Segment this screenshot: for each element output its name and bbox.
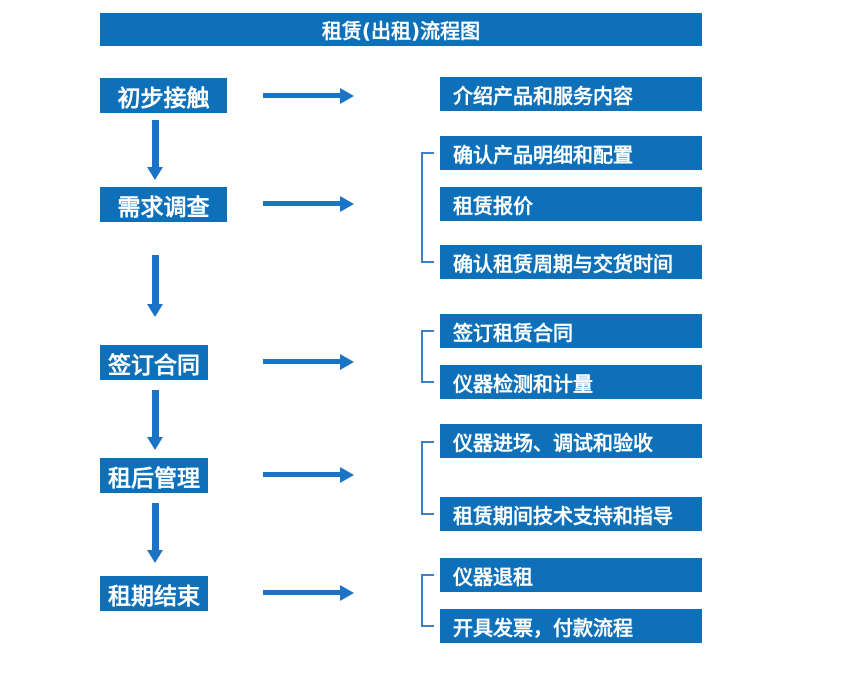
output-box: 仪器进场、调试和验收 bbox=[440, 424, 702, 458]
chart-title: 租赁(出租)流程图 bbox=[100, 13, 702, 46]
arrow-right-icon bbox=[263, 585, 354, 601]
arrow-down-icon bbox=[147, 390, 164, 450]
group-bracket bbox=[421, 152, 434, 263]
group-bracket bbox=[421, 574, 434, 627]
stage-box-demand-survey: 需求调查 bbox=[100, 187, 227, 222]
output-box: 介绍产品和服务内容 bbox=[440, 77, 702, 111]
group-bracket bbox=[421, 330, 434, 383]
arrow-right-icon bbox=[263, 88, 354, 104]
output-box: 租赁报价 bbox=[440, 187, 702, 221]
group-bracket bbox=[421, 441, 434, 515]
output-box: 租赁期间技术支持和指导 bbox=[440, 497, 702, 531]
output-box: 仪器检测和计量 bbox=[440, 365, 702, 399]
output-box: 确认产品明细和配置 bbox=[440, 136, 702, 170]
arrow-down-icon bbox=[147, 255, 164, 317]
arrow-right-icon bbox=[263, 467, 354, 483]
output-box: 仪器退租 bbox=[440, 558, 702, 592]
arrow-right-icon bbox=[263, 196, 354, 212]
stage-box-lease-end: 租期结束 bbox=[100, 576, 208, 611]
arrow-down-icon bbox=[147, 120, 164, 180]
arrow-right-icon bbox=[263, 354, 354, 370]
arrow-down-icon bbox=[147, 503, 164, 563]
output-box: 确认租赁周期与交货时间 bbox=[440, 245, 702, 279]
output-box: 签订租赁合同 bbox=[440, 314, 702, 348]
output-box: 开具发票，付款流程 bbox=[440, 609, 702, 643]
stage-box-post-rental-management: 租后管理 bbox=[100, 458, 208, 493]
stage-box-initial-contact: 初步接触 bbox=[100, 78, 227, 113]
stage-box-sign-contract: 签订合同 bbox=[100, 345, 208, 380]
